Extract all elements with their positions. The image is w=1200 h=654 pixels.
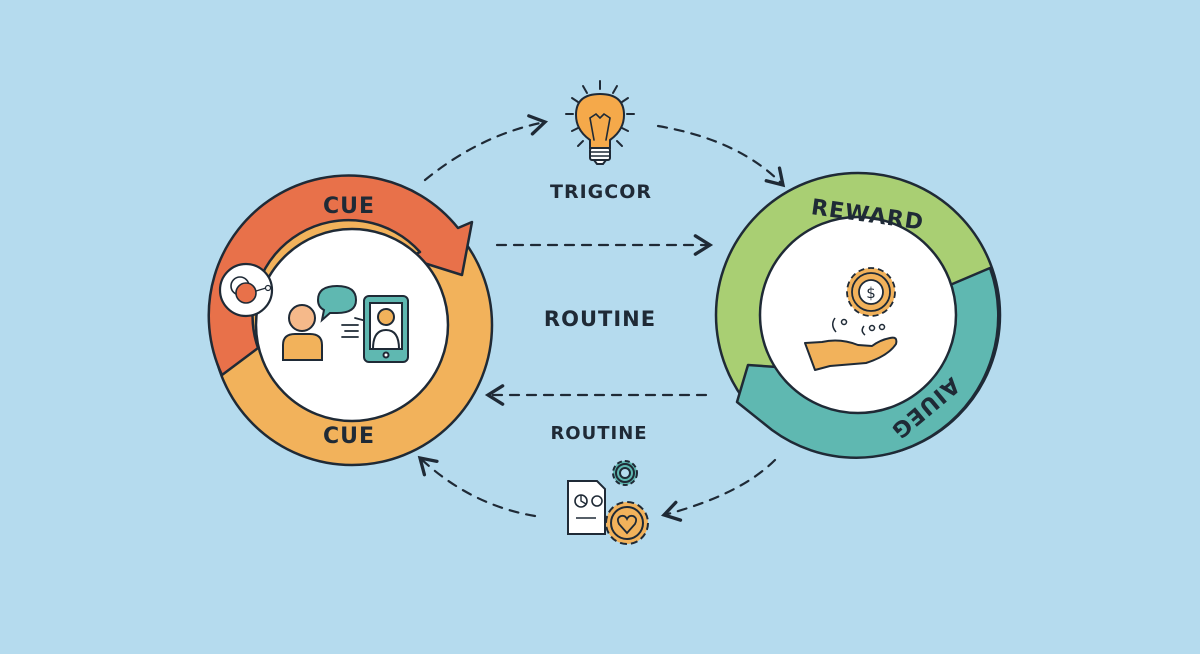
hand-icon xyxy=(804,336,898,371)
routine-bottom-label: ROUTINE xyxy=(550,423,648,444)
coins-icon xyxy=(832,317,886,336)
trigger-label: TRIGCOR xyxy=(550,181,652,203)
connector-trigger-to-reward xyxy=(656,124,786,188)
connector-routine-to-cue xyxy=(417,455,537,518)
connector-cue-to-trigger xyxy=(423,114,549,182)
document-with-gears-icon xyxy=(567,460,649,545)
speech-bubble-icon xyxy=(316,284,358,323)
connector-reward-to-routine xyxy=(660,458,777,522)
cue-cycle xyxy=(207,174,494,467)
dollar-gear-icon: $ xyxy=(846,267,896,317)
routine-middle-label: ROUTINE xyxy=(543,307,657,331)
lightbulb-icon xyxy=(565,80,635,165)
motion-lines xyxy=(341,317,371,338)
cue-top-label: CUE xyxy=(322,194,376,219)
reward-cycle: $ xyxy=(714,171,1002,459)
connectors xyxy=(417,114,786,522)
svg-text:$: $ xyxy=(866,284,876,302)
brain-badge-icon xyxy=(218,262,274,318)
person-icon xyxy=(282,304,323,361)
cue-arrow-segment xyxy=(207,174,474,377)
phone-video-call-icon xyxy=(363,295,409,363)
cue-bottom-label: CUE xyxy=(322,424,376,449)
